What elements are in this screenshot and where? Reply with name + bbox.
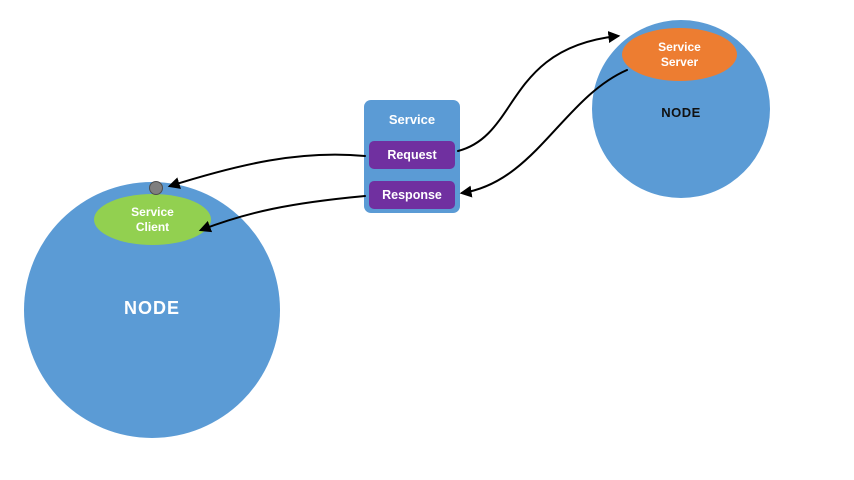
connection-dot: [149, 181, 163, 195]
service-server-ellipse: Service Server: [622, 28, 737, 81]
request-box: Request: [369, 141, 455, 169]
service-box-title: Service: [388, 112, 436, 127]
response-box: Response: [369, 181, 455, 209]
service-server-label-line1: Service: [658, 39, 701, 54]
request-to-client-dot-arrow: [167, 153, 366, 189]
service-server-label-line2: Server: [660, 54, 699, 69]
response-label: Response: [382, 188, 442, 202]
service-client-label-line1: Service: [131, 204, 174, 219]
request-label: Request: [387, 148, 437, 162]
service-client-label-line2: Client: [135, 219, 170, 234]
right-node-label: NODE: [661, 105, 701, 120]
left-node-label: NODE: [123, 298, 180, 318]
service-client-ellipse: Service Client: [94, 194, 211, 245]
